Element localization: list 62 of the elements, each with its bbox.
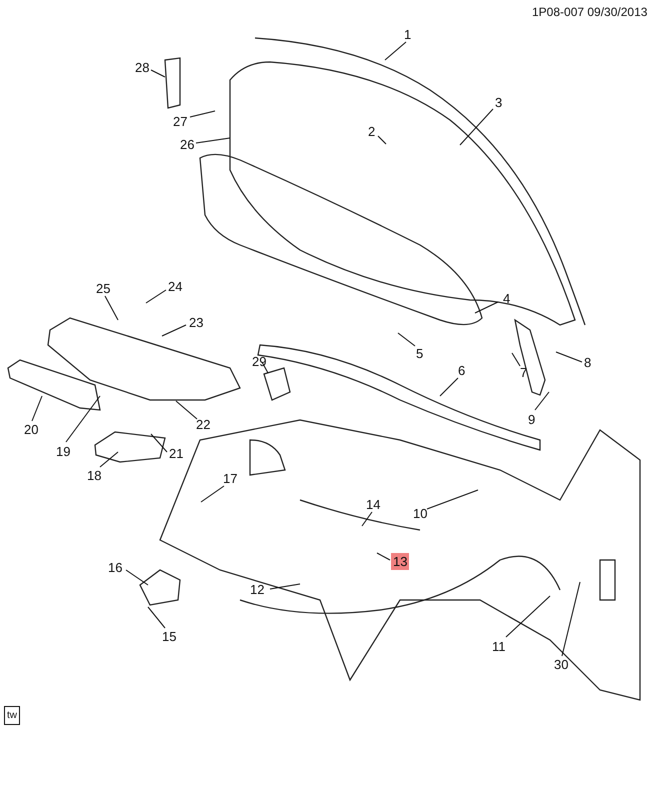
leader-line [150,70,166,78]
callout-number: 9 [526,411,538,428]
leader-line [100,452,118,468]
leader-line [362,512,372,526]
leader-line [474,302,498,314]
callout-number: 1 [402,26,414,43]
drawing-reference-note: 1P08-007 09/30/2013 [531,4,648,21]
callout-number: 13 [391,553,410,570]
callout-number: 18 [85,467,104,484]
callout-number: 14 [364,496,382,513]
callout-number: 22 [194,416,212,433]
callout-number: 25 [94,280,112,297]
callout-number: 28 [133,59,152,76]
leader-line [32,396,42,422]
callout-number: 23 [187,314,206,331]
leader-line [512,352,520,366]
callout-number: 17 [221,470,240,487]
leader-line [534,392,550,410]
callout-number: 10 [411,505,430,522]
leader-line [562,582,580,656]
view-code: tw [4,706,20,725]
leader-line [376,552,390,560]
leader-line [126,570,148,586]
callout-number: 3 [493,94,504,111]
callout-number: 26 [178,136,196,153]
callout-number: 16 [106,559,124,576]
leader-line [176,400,198,420]
leader-line [506,596,550,638]
callout-number: 11 [490,638,508,655]
leader-line [190,110,216,118]
leader-line [196,138,230,144]
leader-line [440,378,458,396]
leader-line [460,108,494,146]
callout-number: 29 [250,353,268,370]
leader-line [148,606,166,628]
callout-number: 21 [167,445,186,462]
leader-line [398,332,416,346]
callout-number: 7 [518,364,530,381]
leader-line [262,362,268,374]
callout-number: 4 [501,290,512,307]
leader-line [270,584,300,590]
leader-line [200,486,224,502]
leader-line [150,434,168,452]
leader-line [378,136,386,144]
callout-number: 5 [414,345,426,362]
leader-line [384,42,406,60]
callout-number: 30 [552,656,570,673]
leader-line [162,324,186,336]
callout-number: 15 [160,628,178,645]
leader-line [556,352,582,362]
callout-number: 6 [456,362,468,379]
leader-line [146,290,166,304]
leader-line [66,396,100,442]
callout-number: 8 [582,354,594,371]
callout-number: 12 [248,581,266,598]
callout-number: 19 [54,443,72,460]
callout-number: 2 [366,123,378,140]
leader-line [104,296,118,320]
callout-number: 27 [171,113,190,130]
leader-line [426,490,478,510]
callout-number: 20 [22,421,40,438]
callout-number: 24 [166,278,184,295]
